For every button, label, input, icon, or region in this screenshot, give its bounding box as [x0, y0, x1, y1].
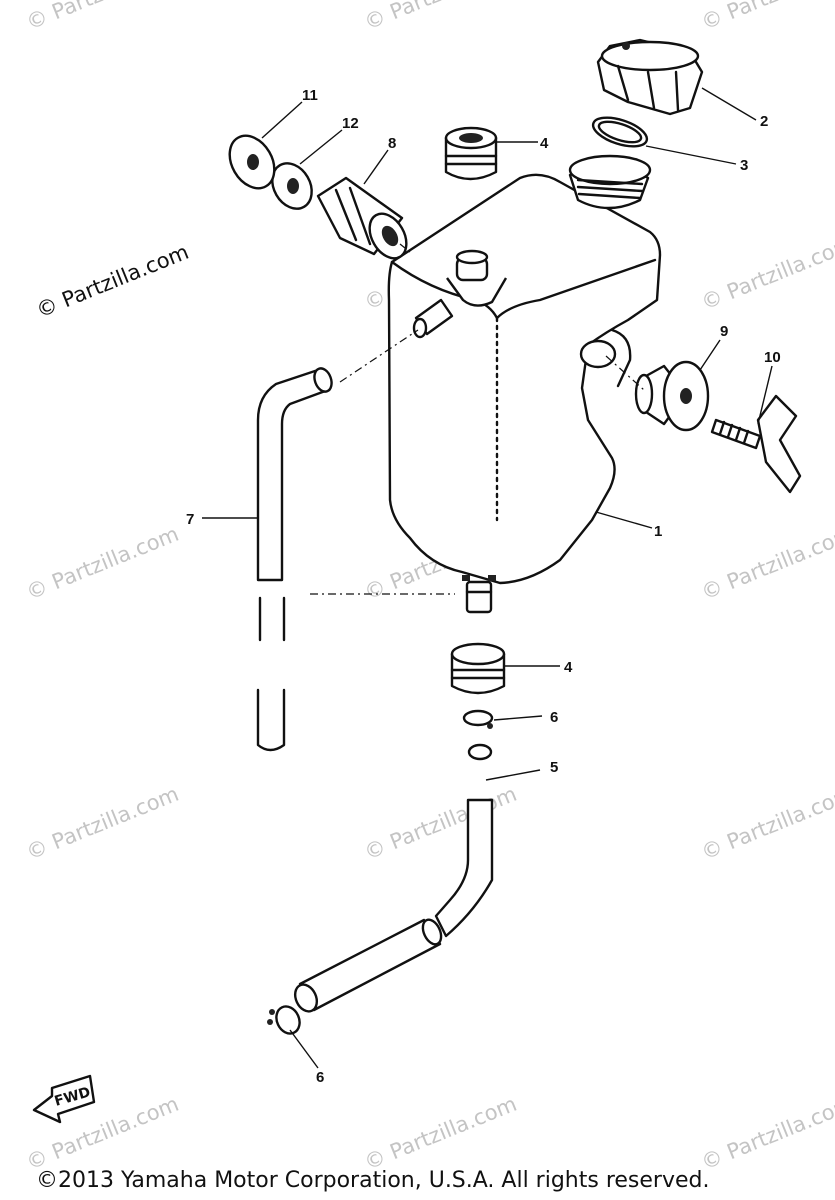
callout-3: 3 [740, 157, 748, 174]
callout-2: 2 [760, 113, 768, 130]
callout-6-bottom: 6 [316, 1069, 324, 1086]
damper-bottom [450, 642, 506, 695]
watermark: © Partzilla.com [698, 782, 835, 865]
damper-8 [316, 176, 408, 260]
watermark-layer: © Partzilla.com © Partzilla.com © Partzi… [23, 0, 835, 1175]
callout-11: 11 [302, 87, 318, 104]
watermark: © Partzilla.com [698, 522, 835, 605]
callout-10: 10 [764, 349, 781, 366]
watermark: © Partzilla.com [698, 0, 835, 35]
watermark: © Partzilla.com [23, 782, 182, 865]
watermark: © Partzilla.com [23, 522, 182, 605]
callout-labels: 1 2 3 4 4 5 6 6 7 8 9 10 11 12 [186, 87, 781, 1086]
washer-11 [228, 134, 276, 190]
callout-8: 8 [388, 135, 396, 152]
cap-gasket [591, 116, 649, 148]
watermark-dark: © Partzilla.com [33, 240, 192, 323]
breather-hose [256, 367, 333, 752]
oil-hose [293, 798, 494, 1013]
callout-4-bottom: 4 [564, 659, 573, 676]
damper-top [444, 126, 498, 181]
washer-12 [271, 162, 313, 210]
copyright-notice: ©2013 Yamaha Motor Corporation, U.S.A. A… [36, 1168, 709, 1193]
watermark: © Partzilla.com [361, 782, 520, 865]
watermark: © Partzilla.com [698, 232, 835, 315]
watermark: © Partzilla.com [361, 0, 520, 35]
wing-bolt [710, 394, 802, 494]
callout-6-top: 6 [550, 709, 558, 726]
assembly-lines [310, 243, 645, 595]
callout-4-top: 4 [540, 135, 549, 152]
callout-1: 1 [654, 523, 662, 540]
callout-5: 5 [550, 759, 558, 776]
callout-7: 7 [186, 511, 194, 528]
clip-bottom [267, 1005, 301, 1035]
filler-cap [596, 38, 704, 116]
watermark: © Partzilla.com [361, 1092, 520, 1175]
damper-side [634, 360, 710, 432]
fwd-arrow: FWD [32, 1074, 96, 1124]
watermark: © Partzilla.com [23, 0, 182, 35]
leader-lines [202, 87, 773, 1069]
callout-9: 9 [720, 323, 728, 340]
watermark: © Partzilla.com [698, 1092, 835, 1175]
callout-12: 12 [342, 115, 359, 132]
clip-top [462, 709, 494, 761]
oil-tank [387, 154, 662, 614]
